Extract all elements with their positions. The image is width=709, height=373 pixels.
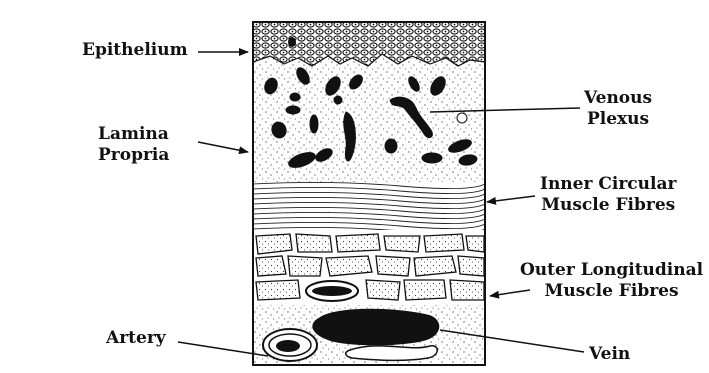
label-lamina-propria-line-2: Propria bbox=[98, 145, 169, 166]
vein-vessel bbox=[313, 310, 438, 345]
label-vein: Vein bbox=[589, 344, 630, 365]
label-venous-plexus: Venous Plexus bbox=[584, 88, 652, 130]
label-venous-plexus-line-1: Venous bbox=[584, 88, 652, 109]
label-artery: Artery bbox=[106, 328, 166, 349]
label-outer-longitudinal-line-1: Outer Longitudinal bbox=[520, 260, 703, 281]
label-lamina-propria-line-1: Lamina bbox=[98, 124, 169, 145]
label-inner-circular-line-2: Muscle Fibres bbox=[540, 195, 676, 216]
outer-longitudinal-muscle bbox=[253, 230, 485, 310]
inner-circular-muscle bbox=[253, 182, 485, 234]
label-outer-longitudinal-muscle: Outer Longitudinal Muscle Fibres bbox=[520, 260, 703, 302]
artery-vessel bbox=[263, 329, 317, 361]
label-epithelium: Epithelium bbox=[82, 40, 188, 61]
label-venous-plexus-line-2: Plexus bbox=[584, 109, 652, 130]
label-outer-longitudinal-line-2: Muscle Fibres bbox=[520, 281, 703, 302]
label-lamina-propria: Lamina Propria bbox=[98, 124, 169, 166]
arrow-icon bbox=[487, 196, 535, 202]
epithelium-layer bbox=[253, 22, 485, 66]
arrow-icon bbox=[198, 142, 248, 152]
label-inner-circular-line-1: Inner Circular bbox=[540, 174, 676, 195]
label-inner-circular-muscle: Inner Circular Muscle Fibres bbox=[540, 174, 676, 216]
